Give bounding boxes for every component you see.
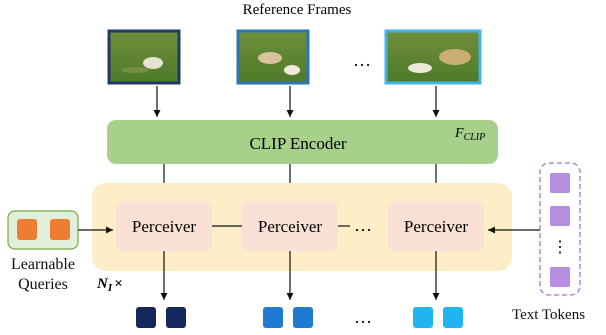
reference-frames-title: Reference Frames bbox=[243, 2, 352, 18]
output-token-1b bbox=[166, 307, 186, 328]
outputs-ellipsis: … bbox=[354, 307, 372, 327]
text-token-1 bbox=[550, 173, 570, 193]
clip-encoder-label: CLIP Encoder bbox=[249, 134, 346, 153]
text-tokens-group bbox=[539, 162, 581, 296]
clip-feature-label: FCLIP bbox=[454, 126, 485, 143]
query-token-2 bbox=[50, 219, 70, 240]
learnable-queries-line1: Learnable bbox=[11, 256, 75, 273]
output-token-1a bbox=[136, 307, 156, 328]
reference-frame-2 bbox=[236, 29, 310, 85]
perceiver-box-2 bbox=[242, 201, 338, 251]
perceivers-ellipsis: … bbox=[354, 215, 372, 235]
frames-ellipsis: … bbox=[353, 50, 371, 70]
learnable-queries-line2: Queries bbox=[18, 276, 68, 293]
learnable-queries-label: Learnable Queries bbox=[5, 255, 81, 295]
perceiver-label-2: Perceiver bbox=[258, 217, 323, 236]
perceiver-label-1: Perceiver bbox=[132, 217, 197, 236]
text-token-3 bbox=[550, 267, 570, 287]
output-token-3a bbox=[413, 307, 433, 328]
output-token-2a bbox=[263, 307, 283, 328]
reference-frame-1 bbox=[107, 29, 181, 85]
reference-frame-3 bbox=[384, 29, 482, 85]
repeat-count-label: NI× bbox=[96, 276, 123, 294]
perceiver-box-3 bbox=[388, 201, 484, 251]
text-tokens-label: Text Tokens bbox=[512, 307, 586, 323]
query-token-1 bbox=[17, 219, 37, 240]
clip-encoder-box bbox=[107, 120, 498, 164]
text-token-2 bbox=[550, 206, 570, 226]
perceiver-label-3: Perceiver bbox=[404, 217, 469, 236]
output-token-2b bbox=[293, 307, 313, 328]
output-token-3b bbox=[443, 307, 463, 328]
text-tokens-dots: ⋮ bbox=[552, 239, 568, 256]
perceiver-box-1 bbox=[116, 201, 212, 251]
